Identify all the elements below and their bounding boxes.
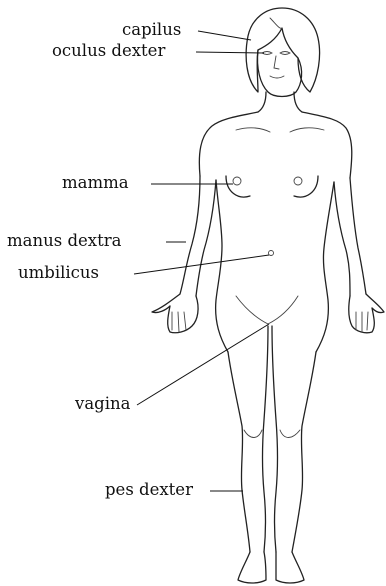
eye-left — [280, 52, 290, 55]
leader-umbilicus — [134, 255, 269, 274]
pelvis-line — [236, 296, 298, 324]
hand-left — [349, 294, 384, 333]
label-oculus-dexter-text: oculus dexter — [52, 41, 165, 60]
arm-right-outer — [180, 176, 200, 294]
breast-right — [226, 176, 250, 197]
leg-left-inner — [272, 326, 278, 552]
label-umbilicus: umbilicus — [18, 255, 269, 282]
foot-left — [276, 552, 304, 583]
nipple-right — [233, 177, 241, 185]
knees — [244, 430, 300, 438]
leader-oculus-dexter — [196, 52, 264, 53]
label-pes-dexter-text: pes dexter — [105, 480, 193, 499]
neck — [258, 92, 302, 112]
label-umbilicus-text: umbilicus — [18, 263, 99, 282]
fingers-right — [172, 312, 186, 332]
nose — [274, 56, 279, 69]
label-manus-dextra-text: manus dextra — [7, 231, 122, 250]
navel — [269, 251, 274, 256]
mouth — [270, 76, 284, 78]
label-capilus: capilus — [122, 20, 251, 40]
label-pes-dexter: pes dexter — [105, 480, 243, 499]
hair-outline — [246, 8, 319, 92]
breast-left — [294, 176, 318, 197]
torso-right-side — [216, 180, 228, 352]
hand-right — [152, 294, 198, 333]
nipple-left — [294, 177, 302, 185]
face-outline — [257, 50, 301, 97]
label-manus-dextra: manus dextra — [7, 231, 186, 250]
label-vagina-text: vagina — [74, 394, 131, 413]
leg-right-outer — [228, 352, 250, 552]
label-vagina: vagina — [74, 324, 269, 413]
shoulders — [199, 112, 351, 178]
arm-left-inner — [334, 182, 350, 296]
collarbones — [236, 128, 324, 132]
label-mamma: mamma — [62, 173, 233, 192]
label-capilus-text: capilus — [122, 20, 181, 39]
leg-left-outer — [292, 352, 316, 552]
leg-right-inner — [263, 326, 269, 552]
foot-right — [238, 552, 266, 583]
hair-strand — [270, 18, 282, 28]
label-oculus-dexter: oculus dexter — [52, 41, 264, 60]
label-mamma-text: mamma — [62, 173, 129, 192]
torso-left-side — [316, 182, 334, 352]
fingers-left — [356, 312, 368, 332]
arm-left-outer — [350, 178, 366, 294]
leader-vagina — [137, 324, 269, 405]
leader-capilus — [198, 31, 251, 40]
